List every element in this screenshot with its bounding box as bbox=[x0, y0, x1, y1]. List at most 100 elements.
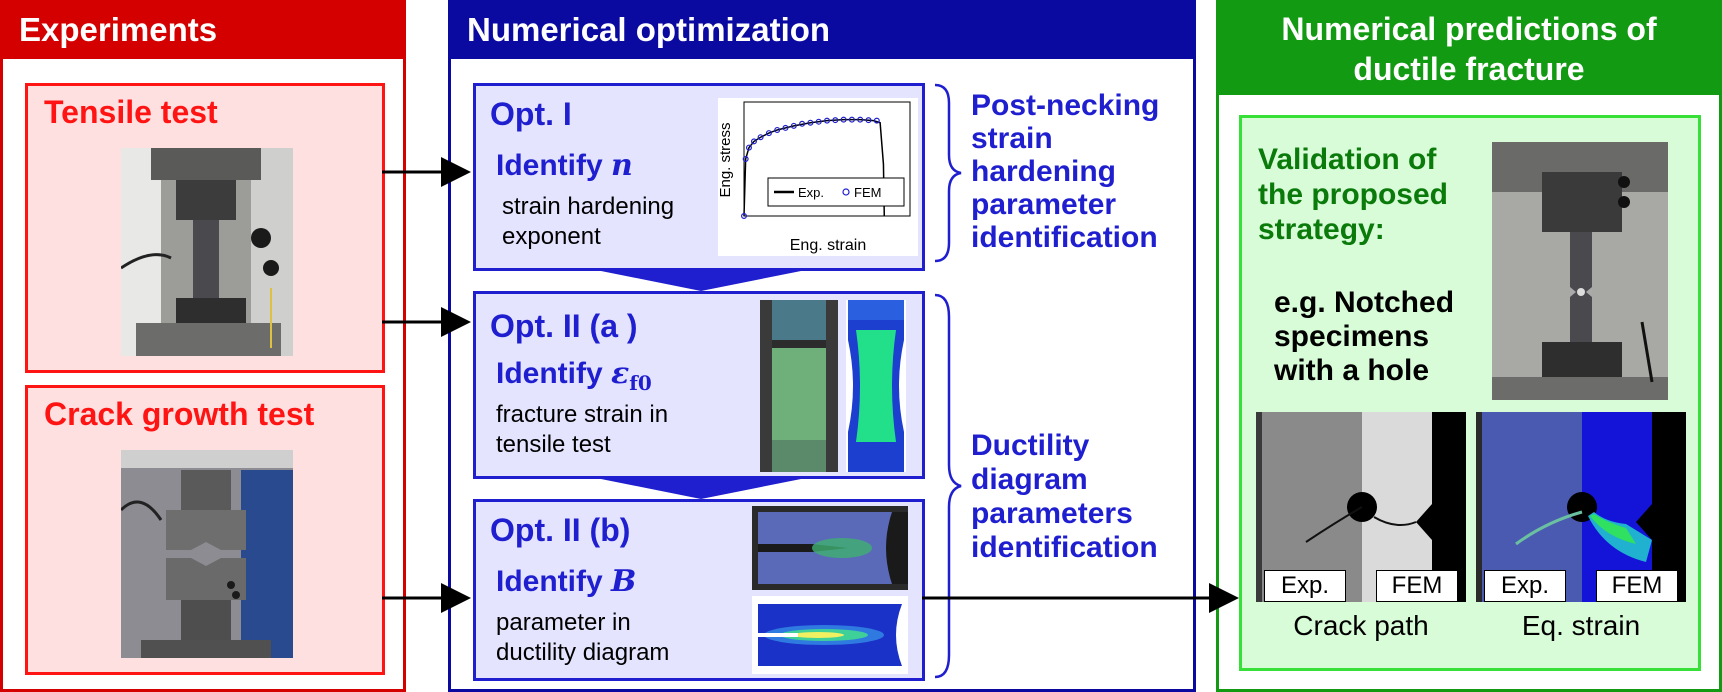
opt2a-identify-label: Identify bbox=[496, 357, 603, 390]
crack-path-tag-fem: FEM bbox=[1376, 570, 1458, 602]
example-line-3: with a hole bbox=[1274, 354, 1430, 387]
brace-top bbox=[934, 83, 962, 263]
series-fem-point bbox=[865, 117, 872, 124]
experiments-header: Experiments bbox=[3, 3, 403, 59]
opt2b-box: Opt. II (b) Identify B parameter in duct… bbox=[473, 499, 925, 681]
opt2a-desc2: tensile test bbox=[496, 431, 611, 458]
series-fem-point bbox=[848, 116, 855, 123]
series-fem-point bbox=[873, 117, 880, 124]
optimization-panel: Numerical optimization Opt. I Identify n… bbox=[448, 0, 1196, 692]
opt2b-symbol: B bbox=[611, 564, 637, 599]
opt2b-desc1: parameter in bbox=[496, 609, 631, 636]
eq-strain-tag-exp-text: Exp. bbox=[1500, 572, 1550, 599]
opt1-symbol: n bbox=[611, 148, 633, 183]
opt2b-dic-image bbox=[752, 506, 908, 590]
opt2a-box: Opt. II (a ) Identify εf0 fracture strai… bbox=[473, 291, 925, 479]
legend-fem-marker bbox=[842, 188, 850, 196]
crack-growth-test-box: Crack growth test bbox=[25, 385, 385, 675]
brace-bottom bbox=[934, 293, 962, 679]
series-exp-line bbox=[743, 118, 886, 217]
series-fem-point bbox=[790, 122, 797, 129]
tensile-test-title: Tensile test bbox=[44, 94, 218, 130]
opt2a-fem-image bbox=[846, 300, 906, 472]
crack-path-tag-exp-text: Exp. bbox=[1280, 572, 1330, 599]
optimization-header-text: Numerical optimization bbox=[467, 11, 831, 48]
tensile-machine-illustration bbox=[121, 148, 293, 356]
series-fem-point bbox=[799, 120, 806, 127]
series-fem-point bbox=[832, 117, 839, 124]
validation-box: Validation of the proposed strategy: e.g… bbox=[1239, 115, 1701, 671]
eq-strain-tag-exp: Exp. bbox=[1484, 570, 1566, 602]
chart-plot-frame bbox=[743, 101, 911, 217]
opt1-desc1: strain hardening bbox=[502, 193, 675, 220]
series-fem-point bbox=[807, 119, 814, 126]
predictions-panel: Numerical predictions of ductile fractur… bbox=[1216, 0, 1722, 692]
flow-triangle-1 bbox=[601, 271, 801, 291]
series-fem-point bbox=[765, 130, 772, 137]
opt2a-subscript: f0 bbox=[629, 371, 652, 395]
series-fem-point bbox=[750, 138, 757, 145]
series-fem-point bbox=[774, 126, 781, 133]
eq-strain-tag-fem-text: FEM bbox=[1611, 572, 1663, 599]
series-fem-point bbox=[782, 124, 789, 131]
notched-specimen-photo bbox=[1492, 142, 1668, 400]
crack-growth-machine-illustration bbox=[121, 450, 293, 658]
post-necking-line-5: identification bbox=[971, 221, 1158, 254]
opt1-box: Opt. I Identify n strain hardening expon… bbox=[473, 83, 925, 271]
series-fem-point bbox=[742, 155, 749, 162]
validation-line-2: the proposed bbox=[1258, 178, 1449, 211]
ductility-line-2: diagram bbox=[971, 463, 1088, 496]
series-fem-point bbox=[741, 212, 748, 219]
predictions-header-line-2: ductile fracture bbox=[1353, 51, 1585, 87]
eq-strain-tag-fem: FEM bbox=[1596, 570, 1678, 602]
example-line-1: e.g. Notched bbox=[1274, 286, 1455, 319]
post-necking-line-2: strain bbox=[971, 122, 1053, 155]
series-fem-point bbox=[823, 117, 830, 124]
opt1-identify-label: Identify bbox=[496, 149, 603, 182]
series-fem-point bbox=[745, 144, 752, 151]
tensile-test-photo bbox=[121, 148, 293, 356]
crack-path-tag-exp: Exp. bbox=[1264, 570, 1346, 602]
opt2b-title: Opt. II (b) bbox=[490, 512, 631, 548]
crack-path-caption: Crack path bbox=[1293, 610, 1429, 641]
example-text: e.g. Notched specimens with a hole bbox=[1274, 286, 1454, 388]
legend-exp-label: Exp. bbox=[798, 185, 824, 200]
post-necking-line-4: parameter bbox=[971, 188, 1117, 221]
post-necking-label: Post-necking strain hardening parameter … bbox=[971, 89, 1159, 254]
optimization-header: Numerical optimization bbox=[451, 3, 1193, 59]
series-fem-point bbox=[857, 116, 864, 123]
opt2a-desc1: fracture strain in bbox=[496, 401, 669, 428]
opt2a-title: Opt. II (a ) bbox=[490, 308, 638, 344]
opt2a-identify: Identify εf0 bbox=[496, 356, 652, 395]
post-necking-line-1: Post-necking bbox=[971, 89, 1160, 122]
ductility-line-3: parameters bbox=[971, 497, 1133, 530]
opt2a-epsilon: ε bbox=[611, 356, 630, 391]
ductility-line-4: identification bbox=[971, 531, 1158, 564]
series-fem-point bbox=[757, 134, 764, 141]
example-line-2: specimens bbox=[1274, 320, 1430, 353]
opt1-identify: Identify n bbox=[496, 148, 633, 183]
opt2b-identify: Identify B bbox=[496, 564, 636, 599]
predictions-header-line-1: Numerical predictions of bbox=[1281, 11, 1657, 47]
validation-text: Validation of the proposed strategy: bbox=[1258, 142, 1448, 247]
opt1-title: Opt. I bbox=[490, 96, 572, 132]
ductility-line-1: Ductility bbox=[971, 429, 1090, 462]
ductility-label: Ductility diagram parameters identificat… bbox=[971, 429, 1158, 565]
eq-strain-caption: Eq. strain bbox=[1521, 610, 1641, 641]
legend-fem-label: FEM bbox=[854, 185, 881, 200]
post-necking-line-3: hardening bbox=[971, 155, 1117, 188]
series-fem-point bbox=[815, 118, 822, 125]
experiments-panel: Experiments Tensile test Crack growth te bbox=[0, 0, 406, 692]
crack-path-tag-fem-text: FEM bbox=[1391, 572, 1443, 599]
tensile-test-box: Tensile test bbox=[25, 83, 385, 373]
opt2a-dic-image bbox=[760, 300, 838, 472]
opt2b-desc2: ductility diagram bbox=[496, 639, 670, 666]
opt2a-symbol: εf0 bbox=[611, 356, 652, 395]
opt2b-fem-image bbox=[752, 596, 908, 674]
crack-growth-test-title: Crack growth test bbox=[44, 396, 315, 432]
flow-triangle-2 bbox=[601, 479, 801, 499]
validation-line-3: strategy: bbox=[1258, 213, 1385, 246]
crack-growth-test-photo bbox=[121, 450, 293, 658]
validation-line-1: Validation of bbox=[1258, 143, 1437, 176]
